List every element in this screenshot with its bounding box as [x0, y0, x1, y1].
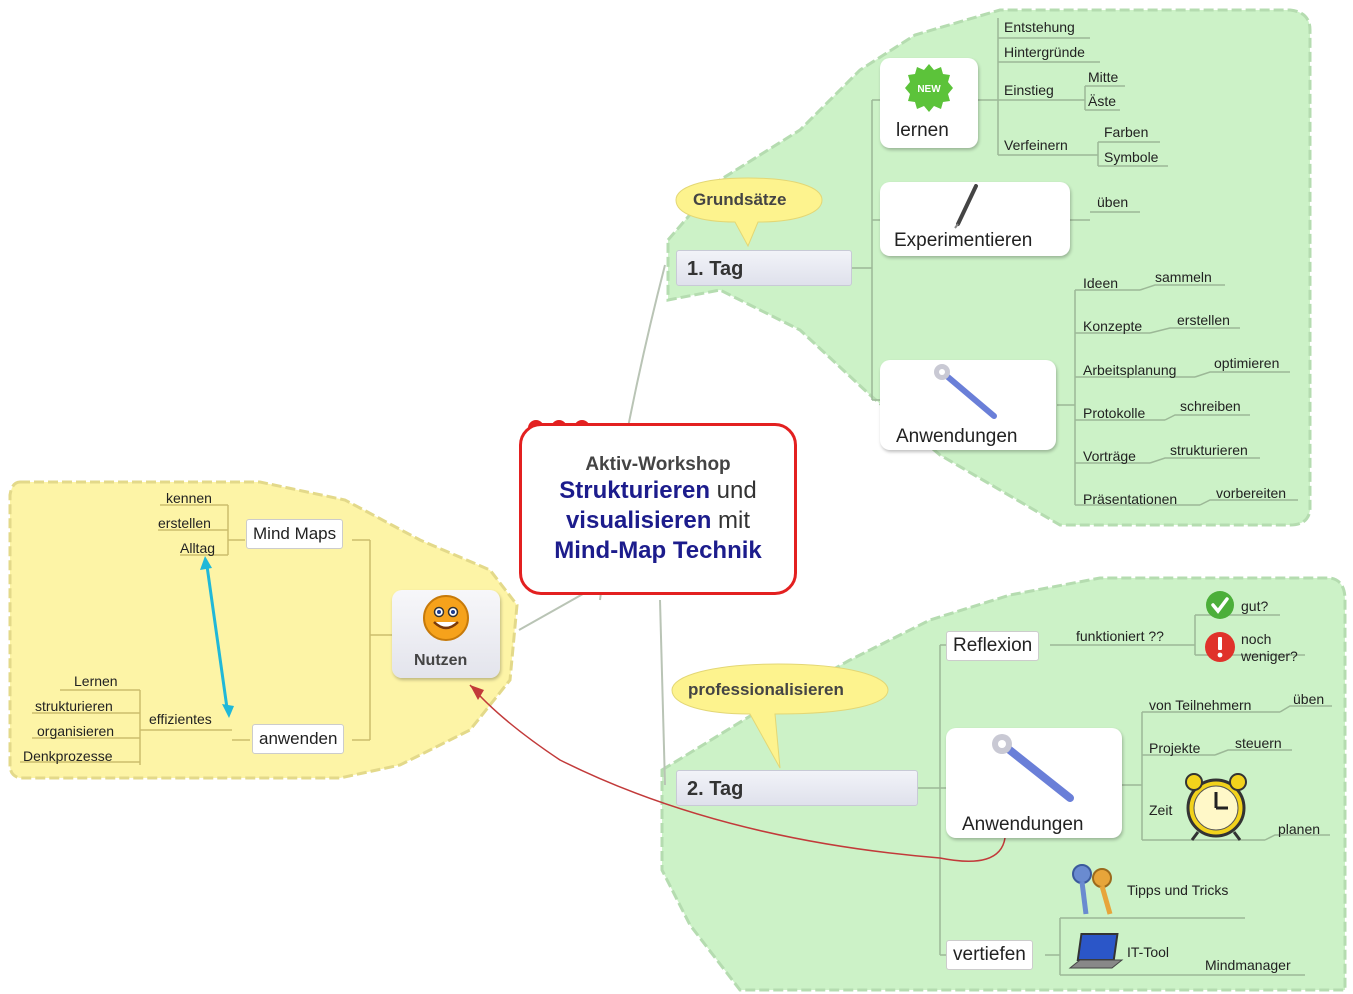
day2-verb-planen[interactable]: planen — [1278, 821, 1321, 837]
nutzen-label: Nutzen — [414, 652, 468, 669]
reflexion-topic[interactable]: Reflexion — [946, 631, 1040, 661]
lernen-label: lernen — [896, 120, 949, 141]
nutzen-region — [8, 480, 519, 780]
lernen-item-verfeinern[interactable]: Verfeinern — [1004, 137, 1068, 153]
anwendung-arbeitsplanung[interactable]: Arbeitsplanung — [1083, 362, 1177, 378]
smiley-icon — [423, 595, 469, 641]
lernen-item-entstehung[interactable]: Entstehung — [1004, 19, 1075, 35]
verb-sammeln[interactable]: sammeln — [1155, 269, 1212, 285]
central-topic-und: und — [709, 477, 757, 504]
vertiefen-mindmanager[interactable]: Mindmanager — [1205, 957, 1291, 973]
anwendungen-topic-day2[interactable]: Anwendungen — [946, 728, 1122, 838]
einstieg-aeste[interactable]: Äste — [1088, 93, 1117, 109]
anwenden-strukturieren[interactable]: strukturieren — [35, 698, 113, 714]
reflexion-gut[interactable]: gut? — [1241, 598, 1269, 614]
new-badge-text: NEW — [917, 84, 941, 95]
central-topic[interactable]: Aktiv-Workshop Strukturieren und visuali… — [519, 423, 797, 595]
new-badge-icon: NEW — [905, 64, 953, 112]
anwendung-protokolle[interactable]: Protokolle — [1083, 405, 1146, 421]
day2-item-zeit[interactable]: Zeit — [1149, 802, 1173, 818]
alarm-clock-icon — [1185, 773, 1247, 841]
mindmaps-erstellen[interactable]: erstellen — [158, 515, 211, 531]
lernen-topic[interactable]: NEW lernen — [880, 58, 978, 148]
reflexion-weniger[interactable]: weniger? — [1241, 648, 1298, 664]
anwendungen-label-day2: Anwendungen — [962, 814, 1084, 835]
einstieg-mitte[interactable]: Mitte — [1088, 69, 1119, 85]
mindmaps-alltag[interactable]: Alltag — [180, 540, 216, 556]
day2-verb-ueben[interactable]: üben — [1293, 691, 1325, 707]
verb-strukturieren[interactable]: strukturieren — [1170, 442, 1248, 458]
mindmaps-topic[interactable]: Mind Maps — [246, 519, 344, 549]
vertiefen-tipps[interactable]: Tipps und Tricks — [1127, 882, 1229, 898]
anwendung-konzepte[interactable]: Konzepte — [1083, 318, 1143, 334]
verb-optimieren[interactable]: optimieren — [1214, 355, 1280, 371]
pen-icon — [954, 184, 978, 229]
anwendung-ideen[interactable]: Ideen — [1083, 275, 1119, 291]
experimentieren-topic[interactable]: Experimentieren — [880, 182, 1070, 256]
anwendung-vortraege[interactable]: Vorträge — [1083, 448, 1136, 464]
anwendungen-topic-day1[interactable]: Anwendungen — [880, 360, 1056, 450]
anwenden-denkprozesse[interactable]: Denkprozesse — [23, 748, 113, 764]
central-topic-mit: mit — [711, 507, 751, 534]
anwendungen-label-day1: Anwendungen — [896, 426, 1018, 447]
day2-verb-steuern[interactable]: steuern — [1235, 735, 1282, 751]
vertiefen-topic[interactable]: vertiefen — [946, 940, 1033, 970]
verfeinern-symbole[interactable]: Symbole — [1104, 149, 1159, 165]
laptop-icon — [1068, 933, 1124, 969]
reflexion-noch[interactable]: noch — [1241, 631, 1272, 647]
central-topic-technik: Mind-Map Technik — [554, 537, 762, 564]
verb-vorbereiten[interactable]: vorbereiten — [1216, 485, 1287, 501]
callout-grundsaetze — [675, 177, 823, 248]
reflexion-funktioniert[interactable]: funktioniert ?? — [1076, 628, 1164, 644]
anwenden-effizientes[interactable]: effizientes — [149, 711, 212, 727]
experimentieren-ueben[interactable]: üben — [1097, 194, 1129, 210]
day1-region — [666, 8, 1312, 527]
verfeinern-farben[interactable]: Farben — [1104, 124, 1149, 140]
day1-topic[interactable]: 1. Tag — [676, 250, 852, 286]
anwendung-praesentationen[interactable]: Präsentationen — [1083, 491, 1178, 507]
day2-item-teilnehmer[interactable]: von Teilnehmern — [1149, 697, 1252, 713]
day2-item-projekte[interactable]: Projekte — [1149, 740, 1201, 756]
warning-icon — [1205, 632, 1235, 662]
wrench-icon — [992, 734, 1074, 802]
day2-topic[interactable]: 2. Tag — [676, 770, 918, 806]
central-topic-strukturieren: Strukturieren — [559, 477, 710, 504]
central-topic-visualisieren: visualisieren — [565, 507, 712, 534]
callout-grundsaetze-text: Grundsätze — [693, 190, 787, 209]
lernen-item-hintergruende[interactable]: Hintergründe — [1004, 44, 1085, 60]
wrench-icon — [934, 364, 997, 419]
central-topic-line1: Aktiv-Workshop — [585, 454, 731, 475]
callout-professionalisieren — [671, 663, 889, 769]
verb-schreiben[interactable]: schreiben — [1180, 398, 1241, 414]
relationship-arrow — [469, 684, 1006, 862]
mindmaps-kennen[interactable]: kennen — [166, 490, 212, 506]
experimentieren-label: Experimentieren — [894, 230, 1033, 251]
verb-erstellen[interactable]: erstellen — [1177, 312, 1230, 328]
anwenden-topic[interactable]: anwenden — [252, 724, 345, 754]
lernen-item-einstieg[interactable]: Einstieg — [1004, 82, 1054, 98]
cyan-double-arrow — [205, 565, 229, 709]
nutzen-topic[interactable]: Nutzen — [392, 590, 500, 678]
anwenden-organisieren[interactable]: organisieren — [37, 723, 115, 739]
callout-professionalisieren-text: professionalisieren — [688, 680, 844, 699]
keys-icon — [1072, 864, 1113, 915]
vertiefen-it-tool[interactable]: IT-Tool — [1127, 944, 1170, 960]
checkmark-icon — [1206, 591, 1234, 619]
anwenden-lernen[interactable]: Lernen — [74, 673, 118, 689]
